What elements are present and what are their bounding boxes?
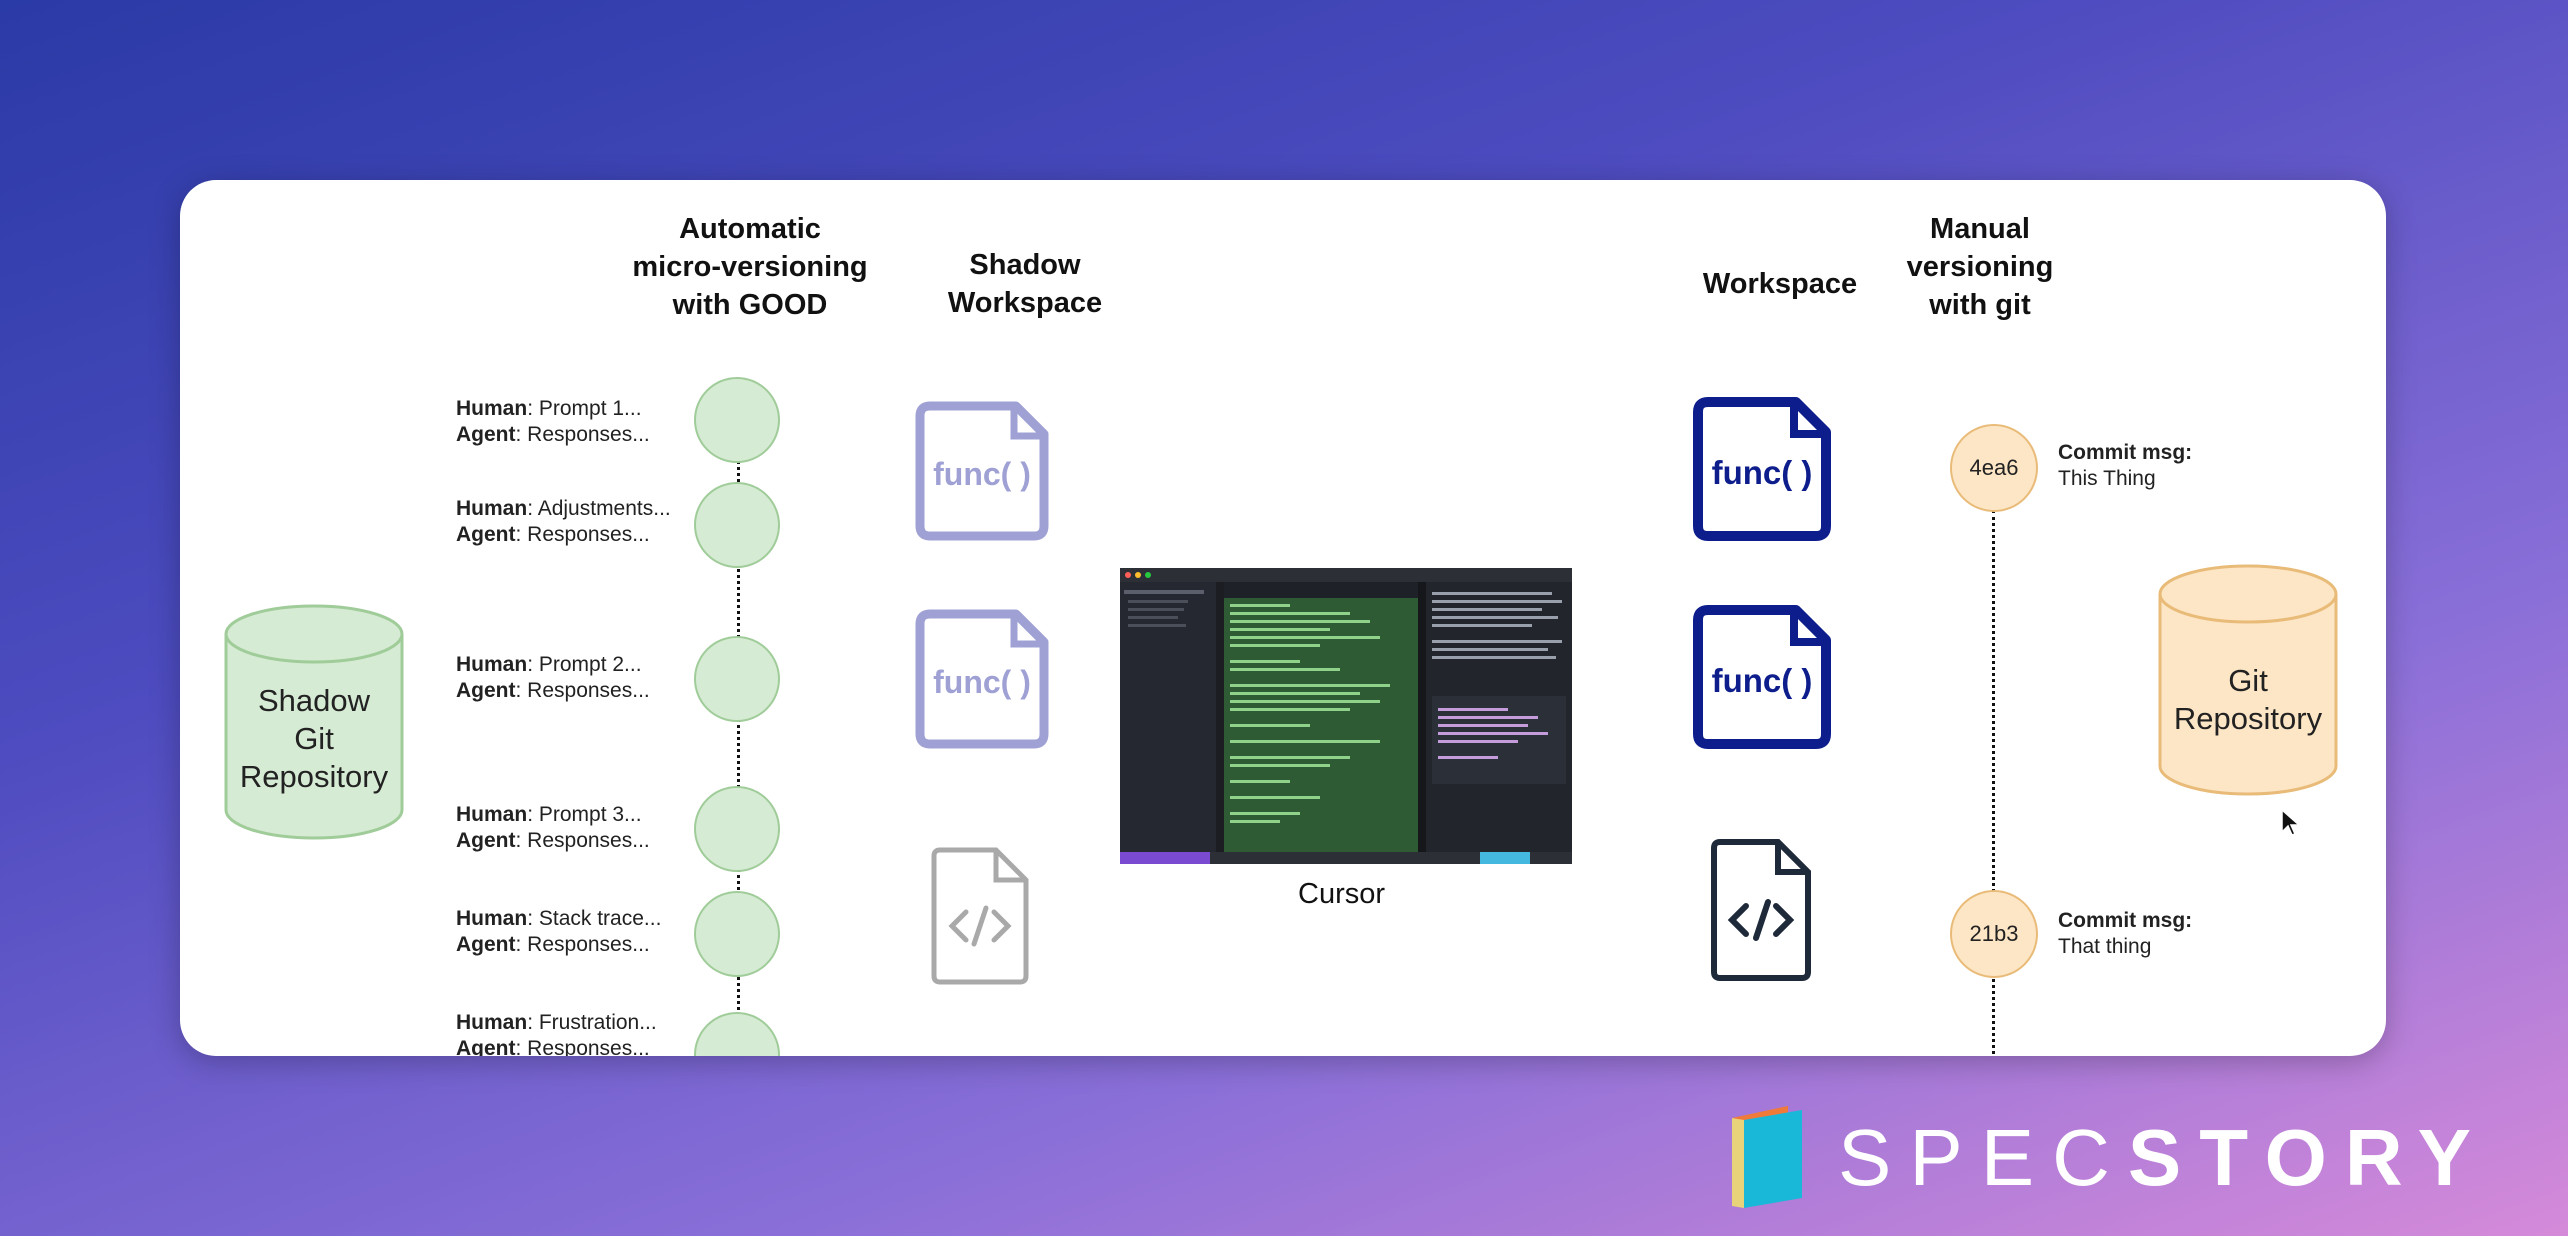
workspace-func-label: func( ) [1712, 662, 1813, 699]
commit-message: Commit msg: This Thing [2058, 441, 2193, 490]
heading-workspace: Workspace [1702, 268, 1858, 300]
git-repository-label: Git Repository [2173, 663, 2323, 736]
specstory-wordmark: SPECSTORY [1838, 1113, 2490, 1202]
commit-message: Commit msg: That thing [2058, 909, 2193, 958]
commit-timeline-connector [1992, 510, 1995, 1056]
micro-version-node [694, 786, 780, 872]
heading-automatic-versioning: Automatic micro-versioning with GOOD [632, 213, 868, 321]
micro-version-timeline-connector [737, 420, 740, 1040]
book-logo-icon [1732, 1106, 1802, 1208]
cursor-editor-screenshot [1120, 568, 1572, 864]
mouse-pointer-icon [2281, 808, 2301, 836]
workspace-func-label: func( ) [1712, 454, 1813, 491]
heading-shadow-workspace: Shadow Workspace [947, 249, 1103, 319]
micro-version-node [694, 1012, 780, 1056]
micro-version-node [694, 891, 780, 977]
shadow-func-file-icon: func( ) [915, 609, 1049, 749]
shadow-func-file-icon: func( ) [915, 401, 1049, 541]
micro-version-node [694, 636, 780, 722]
heading-manual-versioning: Manual versioning with git [1906, 213, 2054, 321]
cursor-label: Cursor [1298, 878, 1386, 910]
interaction-note: Human: Prompt 3... Agent: Responses... [456, 803, 650, 852]
commit-node: 4ea6 [1950, 424, 2038, 512]
shadow-git-repository-cylinder [224, 604, 404, 840]
shadow-func-label: func( ) [933, 664, 1031, 700]
shadow-func-label: func( ) [933, 456, 1031, 492]
shadow-code-file-icon [931, 847, 1029, 985]
commit-node: 21b3 [1950, 890, 2038, 978]
diagram-card: Automatic micro-versioning with GOOD Sha… [180, 180, 2386, 1056]
micro-version-node [694, 377, 780, 463]
interaction-note: Human: Prompt 2... Agent: Responses... [456, 653, 650, 702]
micro-version-node [694, 482, 780, 568]
workspace-func-file-icon: func( ) [1693, 397, 1831, 541]
interaction-note: Human: Prompt 1... Agent: Responses... [456, 397, 650, 446]
interaction-note: Human: Stack trace... Agent: Responses..… [456, 907, 662, 956]
shadow-git-repository-label: Shadow Git Repository [239, 683, 389, 794]
git-repository-cylinder [2158, 564, 2338, 796]
workspace-func-file-icon: func( ) [1693, 605, 1831, 749]
interaction-note: Human: Frustration... Agent: Responses..… [456, 1011, 657, 1056]
interaction-note: Human: Adjustments... Agent: Responses..… [456, 497, 671, 546]
workspace-code-file-icon [1711, 839, 1811, 981]
